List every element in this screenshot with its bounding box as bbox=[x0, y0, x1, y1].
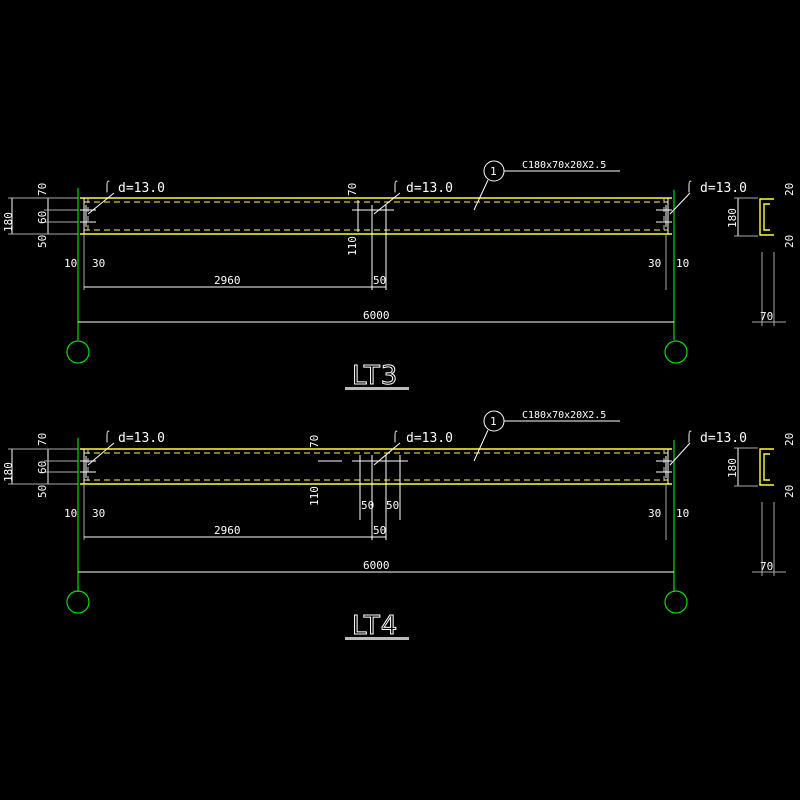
dim-text: 30 bbox=[92, 257, 105, 270]
dim-text: 2960 bbox=[214, 274, 241, 287]
dim-text: 110 bbox=[308, 486, 321, 506]
dim-text: 110 bbox=[346, 236, 359, 256]
leader-line bbox=[669, 192, 691, 215]
dim-text: 50 bbox=[36, 485, 49, 498]
axis-bubble-left bbox=[66, 590, 90, 614]
dim-text: 50 bbox=[386, 499, 399, 512]
hole-label: d=13.0 bbox=[118, 431, 165, 446]
hole-label: d=13.0 bbox=[118, 181, 165, 196]
beam-title: LT3 bbox=[352, 361, 398, 391]
dim-text: 70 bbox=[760, 310, 773, 323]
hole-label: d=13.0 bbox=[406, 181, 453, 196]
dim-text: 50 bbox=[36, 235, 49, 248]
dim-text: 10 bbox=[676, 507, 689, 520]
dim-text: 70 bbox=[36, 183, 49, 196]
dim-text: 70 bbox=[346, 183, 359, 196]
hole-symbol: ⌠ bbox=[104, 180, 110, 193]
axis-bubble-right bbox=[664, 590, 688, 614]
dim-text: 30 bbox=[92, 507, 105, 520]
dim-text: 180 bbox=[2, 462, 15, 482]
title-underline bbox=[345, 637, 409, 640]
dim-text: 70 bbox=[308, 435, 321, 448]
dim-text: 20 bbox=[783, 433, 796, 446]
leader-line bbox=[669, 442, 691, 466]
axis-bubble-right bbox=[664, 340, 688, 364]
dim-text: 70 bbox=[760, 560, 773, 573]
hole-label: d=13.0 bbox=[406, 431, 453, 446]
dim-text: 20 bbox=[783, 485, 796, 498]
beam-lt3: ⌠ d=13.0 ⌠ d=13.0 ⌠ d=13.0 1 C180x70x20X… bbox=[2, 160, 796, 392]
hole-label: d=13.0 bbox=[700, 431, 747, 446]
dim-text: 10 bbox=[64, 507, 77, 520]
leader-line bbox=[87, 442, 115, 466]
dim-text: 2960 bbox=[214, 524, 241, 537]
dim-text: 20 bbox=[783, 235, 796, 248]
leader-line bbox=[373, 442, 401, 466]
part-marker-number: 1 bbox=[490, 415, 497, 428]
dim-text: 50 bbox=[361, 499, 374, 512]
dim-text: 50 bbox=[373, 274, 386, 287]
dim-text: 180 bbox=[726, 208, 739, 228]
dim-text: 60 bbox=[36, 211, 49, 224]
dim-text: 180 bbox=[726, 458, 739, 478]
dim-text: 50 bbox=[373, 524, 386, 537]
c-section-inner bbox=[763, 203, 770, 231]
section-spec: C180x70x20X2.5 bbox=[522, 410, 606, 421]
beam-title: LT4 bbox=[352, 611, 398, 641]
c-section-inner bbox=[763, 453, 770, 481]
c-section bbox=[759, 198, 774, 236]
hole-symbol: ⌠ bbox=[392, 430, 398, 443]
dim-text: 180 bbox=[2, 212, 15, 232]
part-marker-number: 1 bbox=[490, 165, 497, 178]
section-spec: C180x70x20X2.5 bbox=[522, 160, 606, 171]
c-section bbox=[759, 448, 774, 486]
dim-text: 6000 bbox=[363, 309, 390, 322]
dim-text: 30 bbox=[648, 257, 661, 270]
hole-symbol: ⌠ bbox=[686, 430, 692, 443]
dim-text: 6000 bbox=[363, 559, 390, 572]
beam-lt4: ⌠ d=13.0 ⌠ d=13.0 ⌠ d=13.0 1 C180x70x20X… bbox=[2, 410, 796, 642]
dim-text: 30 bbox=[648, 507, 661, 520]
hole-symbol: ⌠ bbox=[104, 430, 110, 443]
axis-bubble-left bbox=[66, 340, 90, 364]
dim-text: 20 bbox=[783, 183, 796, 196]
leader-line bbox=[87, 192, 115, 215]
leader-line bbox=[373, 192, 401, 215]
dim-text: 60 bbox=[36, 461, 49, 474]
hole-label: d=13.0 bbox=[700, 181, 747, 196]
hole-symbol: ⌠ bbox=[686, 180, 692, 193]
spec-leader bbox=[473, 429, 489, 462]
dim-text: 10 bbox=[676, 257, 689, 270]
hole-symbol: ⌠ bbox=[392, 180, 398, 193]
title-underline bbox=[345, 387, 409, 390]
dim-text: 10 bbox=[64, 257, 77, 270]
dim-text: 70 bbox=[36, 433, 49, 446]
spec-leader bbox=[473, 179, 489, 211]
